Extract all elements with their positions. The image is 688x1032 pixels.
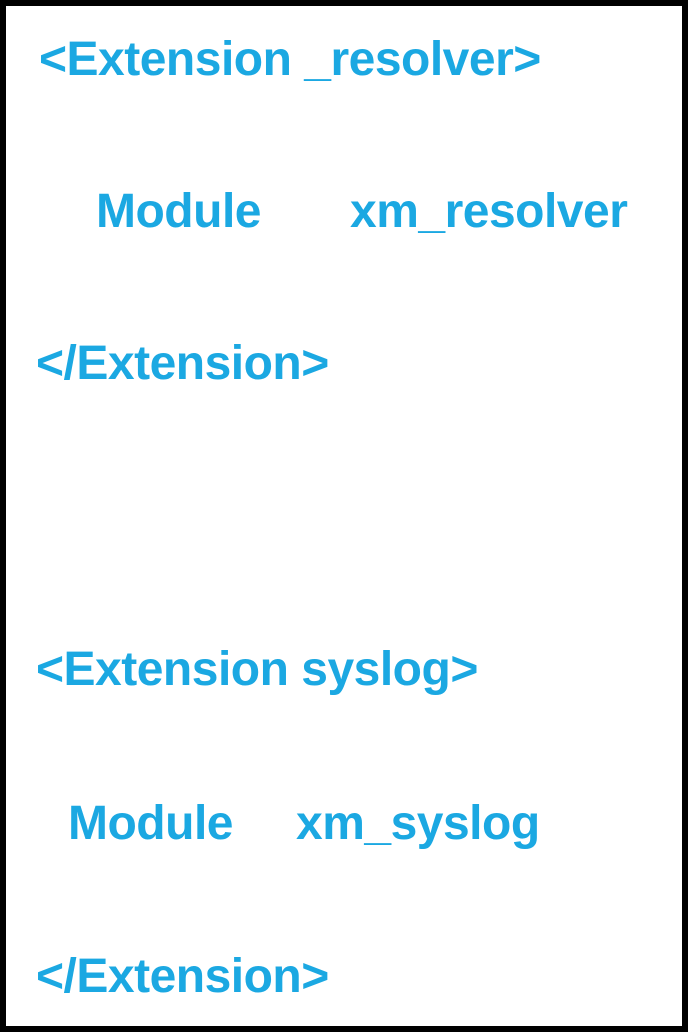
module-directive-resolver: Module xm_resolver <box>96 185 628 238</box>
extension-syslog-open-tag: <Extension syslog> <box>36 643 478 696</box>
extension-resolver-close-tag: </Extension> <box>36 337 329 390</box>
directive-value: xm_resolver <box>350 185 628 238</box>
module-directive-syslog: Module xm_syslog <box>68 800 540 848</box>
extension-resolver-open-tag: <Extension _resolver> <box>39 33 541 86</box>
extension-syslog-close-tag: </Extension> <box>36 950 329 1003</box>
directive-key: Module <box>68 797 233 850</box>
directive-value: xm_syslog <box>296 797 540 850</box>
directive-key: Module <box>96 185 261 238</box>
